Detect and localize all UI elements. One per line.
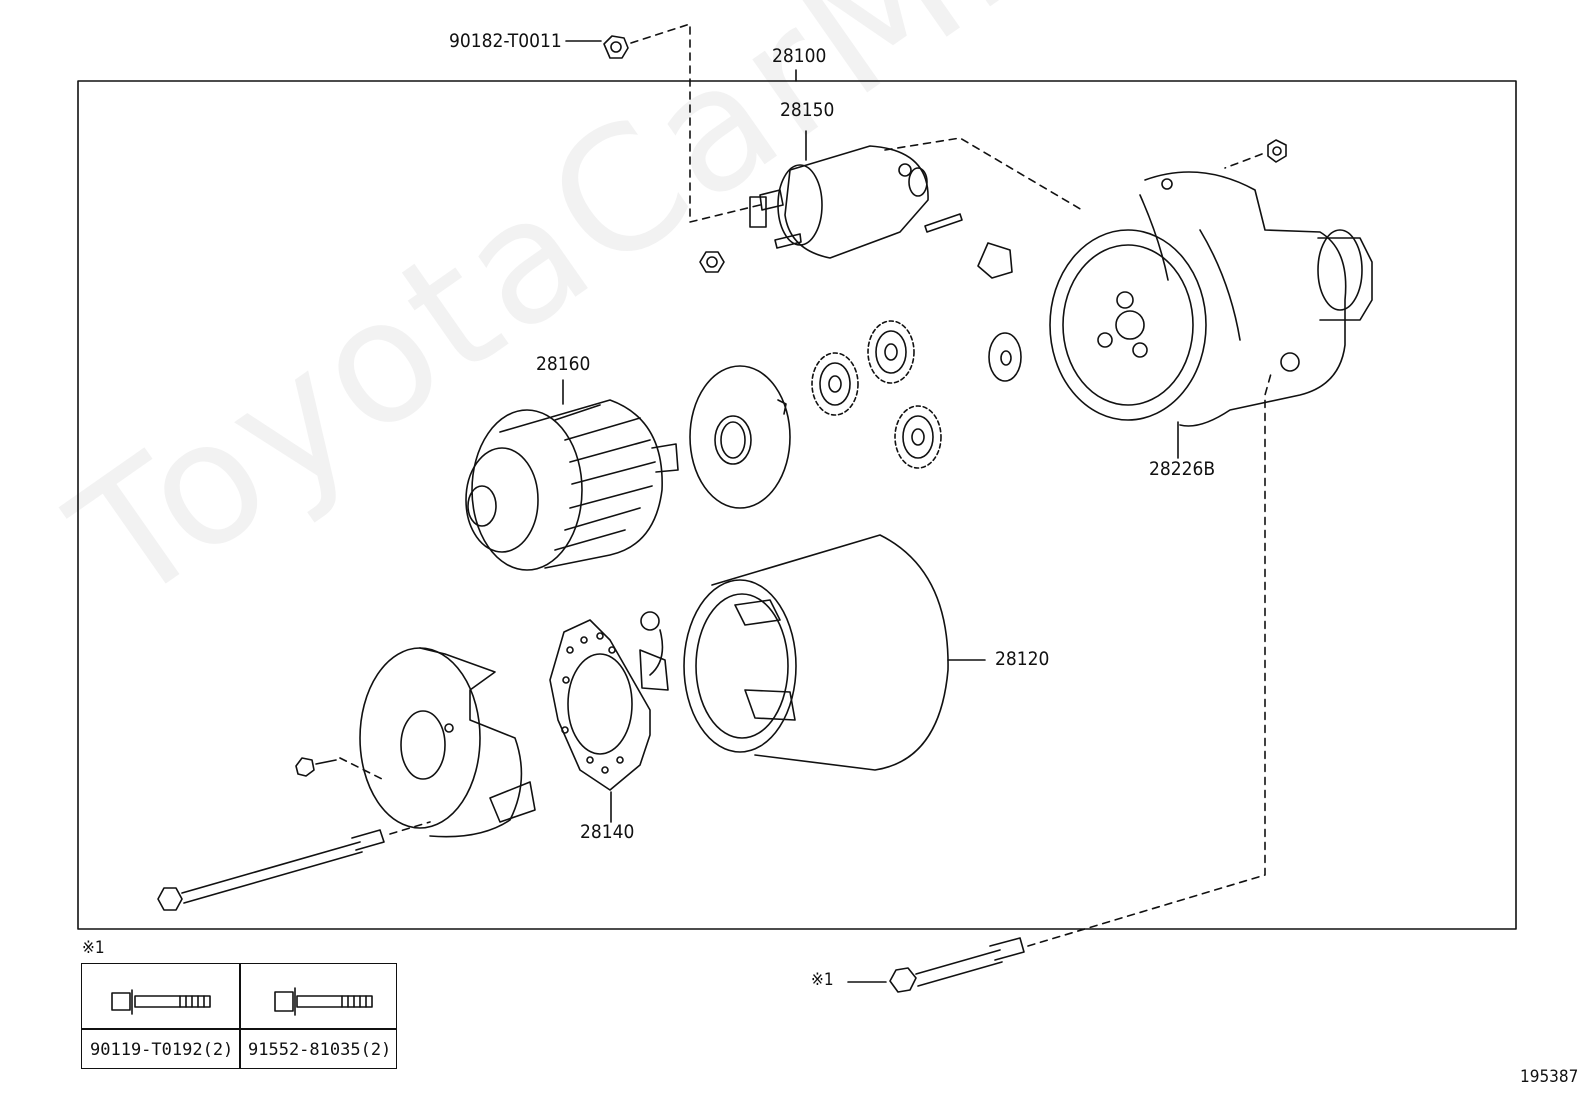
part-label-yoke: 28120: [995, 648, 1050, 670]
armature-icon: [465, 379, 679, 571]
bottom-bolt-icon: [847, 937, 1025, 993]
table-part-2: 91552-81035(2): [248, 1040, 392, 1060]
yoke-icon: [683, 534, 986, 771]
bolt-reference-mark: ※1: [811, 970, 834, 990]
brush-holder-icon: [549, 611, 669, 823]
part-label-nut: 90182-T0011: [449, 30, 562, 52]
dashed-leader-solenoid: [884, 137, 1083, 211]
brush-block-icon: [977, 242, 1013, 279]
planet-gear-icon: [811, 352, 859, 416]
housing-icon: [1049, 171, 1373, 459]
part-label-solenoid: 28150: [780, 99, 835, 121]
through-bolt-icon: [157, 829, 385, 911]
bolt-washer-icon: [111, 989, 211, 1015]
part-label-brush-holder: 28140: [580, 821, 635, 843]
assembly-frame: [77, 80, 1517, 930]
dashed-leader-bottom: [1027, 369, 1273, 947]
gear-plate-icon: [689, 365, 791, 509]
washer-icon: [988, 332, 1022, 382]
planet-gear-icon: [867, 320, 915, 384]
table-reference-mark: ※1: [82, 938, 105, 958]
fastener-table: 90119-T0192(2) 91552-81035(2): [81, 963, 397, 1069]
dashed-leader-top: [630, 23, 761, 223]
planet-gear-icon: [894, 405, 942, 469]
part-label-housing: 28226B: [1149, 458, 1216, 480]
part-label-assembly: 28100: [772, 45, 827, 67]
end-frame-icon: [359, 647, 536, 838]
screw-icon: [295, 757, 337, 777]
small-nut-icon: [1267, 139, 1287, 163]
solenoid-icon: [699, 130, 963, 273]
diagram-id: 195387: [1520, 1067, 1579, 1087]
nut-top-icon: [565, 35, 629, 59]
flange-bolt-icon: [274, 987, 373, 1016]
table-part-1: 90119-T0192(2): [90, 1040, 234, 1060]
part-label-armature: 28160: [536, 353, 591, 375]
